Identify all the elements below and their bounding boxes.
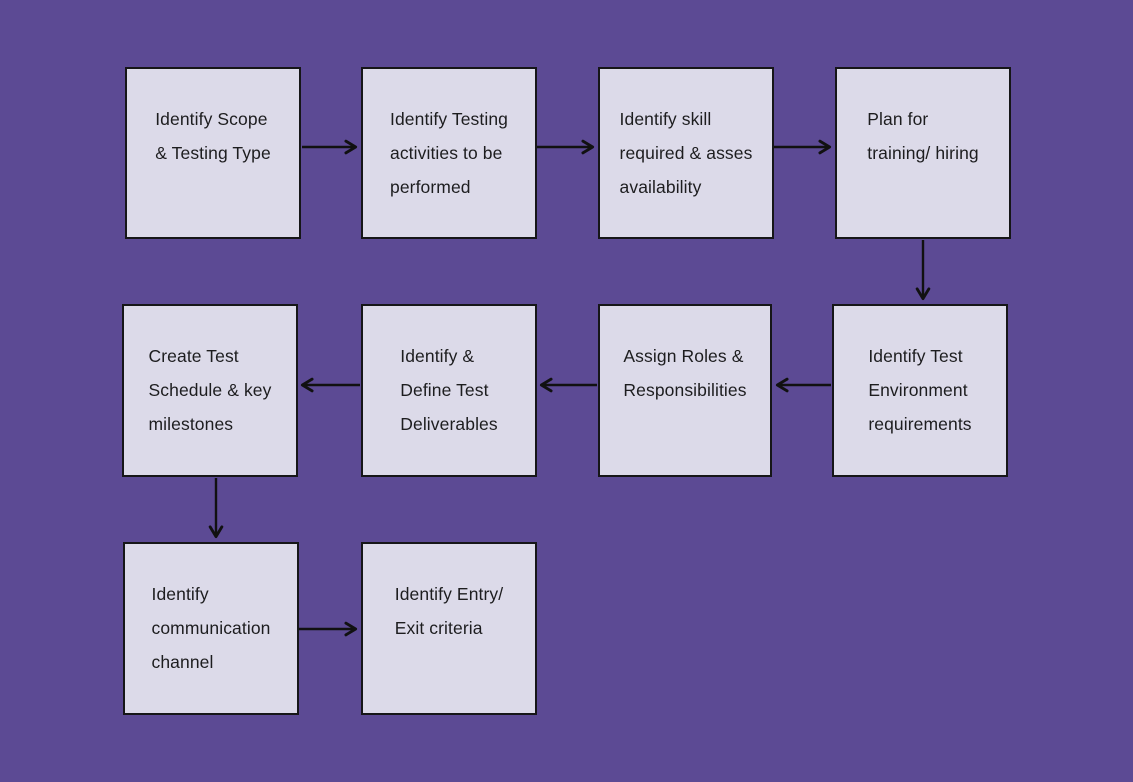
node-label: Assign Roles & Responsibilities [623, 346, 747, 400]
node-label: Plan for training/ hiring [867, 109, 979, 163]
node-identify-scope-testing-type[interactable]: Identify Scope & Testing Type [125, 67, 301, 239]
node-assign-roles-responsibilities[interactable]: Assign Roles & Responsibilities [598, 304, 772, 477]
node-test-environment-requirements[interactable]: Identify Test Environment requirements [832, 304, 1008, 477]
node-label: Identify Testing activities to be perfor… [389, 109, 509, 197]
node-identify-entry-exit-criteria[interactable]: Identify Entry/ Exit criteria [361, 542, 537, 715]
node-define-test-deliverables[interactable]: Identify & Define Test Deliverables [361, 304, 537, 477]
node-label: Identify & Define Test Deliverables [400, 346, 498, 434]
node-label: Identify Scope & Testing Type [155, 109, 271, 163]
node-identify-testing-activities[interactable]: Identify Testing activities to be perfor… [361, 67, 537, 239]
node-label: Identify communication channel [151, 584, 271, 672]
node-label: Create Test Schedule & key milestones [148, 346, 272, 434]
node-label: Identify Test Environment requirements [868, 346, 972, 434]
node-label: Identify Entry/ Exit criteria [394, 584, 504, 638]
node-identify-skill-required[interactable]: Identify skill required & asses availabi… [598, 67, 774, 239]
node-label: Identify skill required & asses availabi… [619, 109, 753, 197]
node-plan-training-hiring[interactable]: Plan for training/ hiring [835, 67, 1011, 239]
node-create-test-schedule[interactable]: Create Test Schedule & key milestones [122, 304, 298, 477]
node-identify-communication-channel[interactable]: Identify communication channel [123, 542, 299, 715]
